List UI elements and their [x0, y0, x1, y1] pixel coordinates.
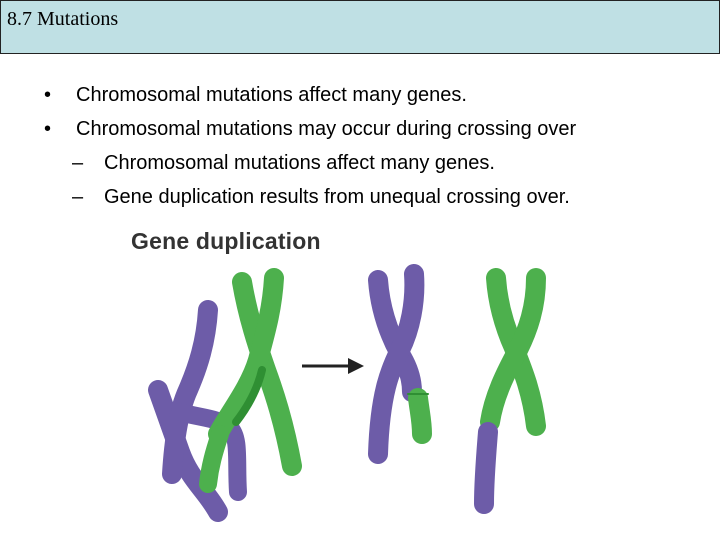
- arrow-icon: [302, 358, 364, 374]
- bullet-item: • Chromosomal mutations affect many genes…: [44, 80, 467, 110]
- bullet-item: • Chromosomal mutations may occur during …: [44, 114, 576, 144]
- chromosome-diagram: [148, 264, 546, 522]
- sub-bullet-item: –Chromosomal mutations affect many genes…: [72, 148, 495, 178]
- sub-bullet-text: Chromosomal mutations affect many genes.: [104, 152, 495, 174]
- green-chromosome-left: [199, 268, 302, 493]
- sub-bullet-text: Gene duplication results from unequal cr…: [104, 186, 570, 208]
- green-chromosome-right: [474, 268, 546, 514]
- bullet-text: Chromosomal mutations affect many genes.: [76, 84, 467, 106]
- slide-title-bar: 8.7 Mutations: [0, 0, 720, 54]
- bullet-mark: •: [44, 84, 52, 106]
- dash-mark: –: [72, 152, 84, 174]
- figure-title: Gene duplication: [131, 228, 321, 254]
- sub-bullet-item: –Gene duplication results from unequal c…: [72, 182, 570, 212]
- bullet-mark: •: [44, 118, 52, 140]
- gene-duplication-figure: Gene duplication: [110, 222, 580, 522]
- dash-mark: –: [72, 186, 84, 208]
- bullet-text: Chromosomal mutations may occur during c…: [76, 118, 577, 140]
- slide-title: 8.7 Mutations: [7, 8, 119, 30]
- purple-chromosome-right: [368, 264, 432, 464]
